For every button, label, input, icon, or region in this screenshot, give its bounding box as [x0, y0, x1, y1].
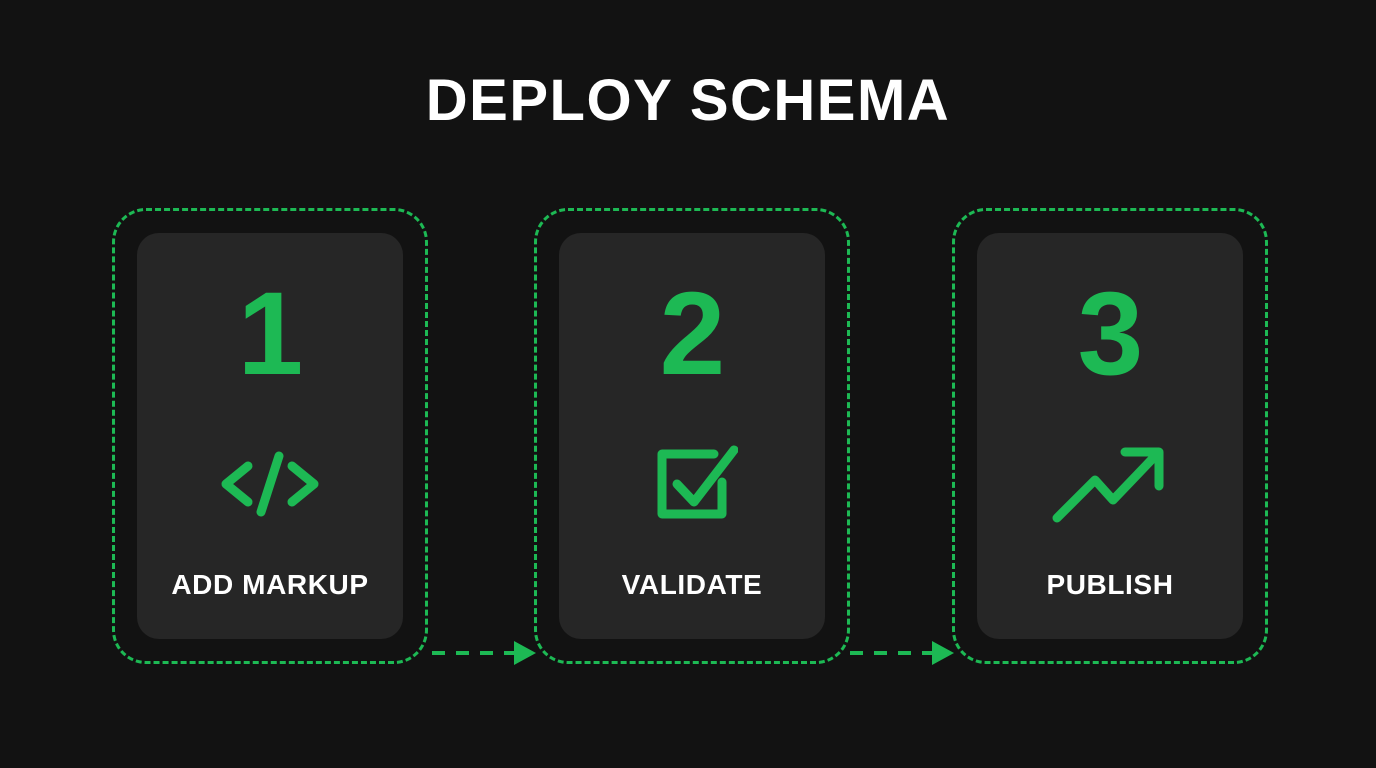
step-number: 3	[1077, 268, 1144, 400]
page-title: DEPLOY SCHEMA	[425, 68, 951, 133]
trending-up-icon	[977, 429, 1243, 539]
connector-arrow-1-to-2	[432, 636, 536, 670]
step-card-inner: 3 PUBLISH	[977, 233, 1243, 639]
step-card-publish[interactable]: 3 PUBLISH	[952, 208, 1268, 664]
step-label: VALIDATE	[621, 569, 763, 600]
step-label: PUBLISH	[1046, 569, 1174, 600]
step-label: ADD MARKUP	[171, 569, 369, 600]
step-number: 2	[659, 268, 726, 400]
steps-row: 1 ADD MARKUP 2	[0, 208, 1376, 665]
step-card-inner: 1 ADD MARKUP	[137, 233, 403, 639]
code-icon	[137, 429, 403, 539]
checkbox-check-icon	[559, 429, 825, 539]
step-card-add-markup[interactable]: 1 ADD MARKUP	[112, 208, 428, 664]
step-card-inner: 2 VALIDATE	[559, 233, 825, 639]
connector-arrow-2-to-3	[850, 636, 954, 670]
step-number: 1	[237, 268, 304, 400]
step-card-validate[interactable]: 2 VALIDATE	[534, 208, 850, 664]
